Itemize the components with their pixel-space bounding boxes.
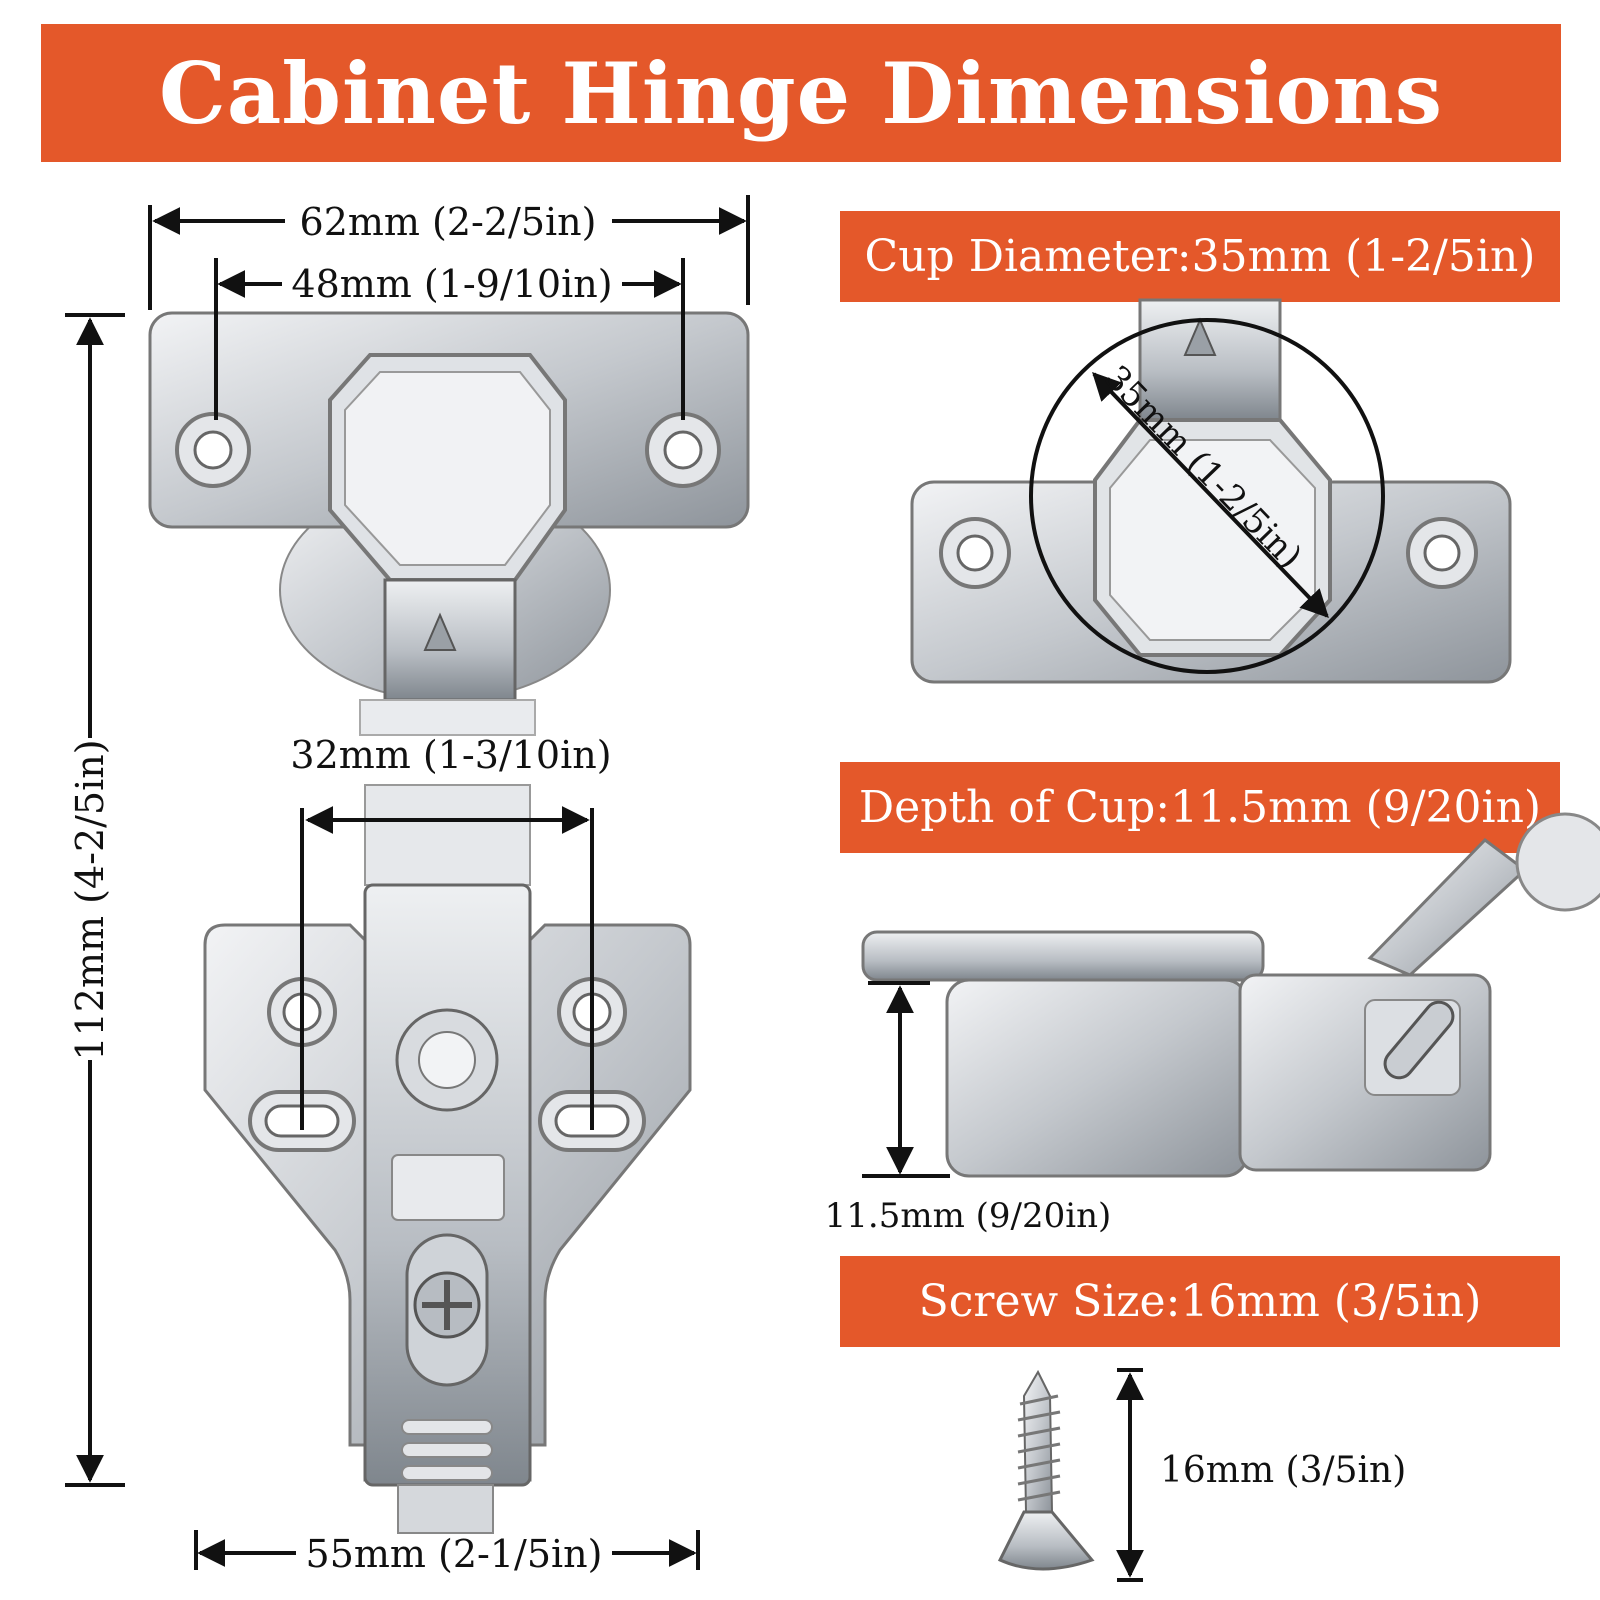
cup-depth-banner: Depth of Cup:11.5mm (9/20in) xyxy=(840,762,1560,853)
cup-diameter-banner: Cup Diameter:35mm (1-2/5in) xyxy=(840,211,1560,302)
cup-diameter-view xyxy=(910,298,1512,684)
cup-depth-label: 11.5mm (9/20in) xyxy=(825,1196,1112,1236)
screw-size-banner: Screw Size:16mm (3/5in) xyxy=(840,1256,1560,1347)
page-title: Cabinet Hinge Dimensions xyxy=(41,24,1561,162)
cup-depth-side-view xyxy=(861,812,1600,1178)
dimension-lines-left xyxy=(65,195,750,1570)
hole-spacing-label: 48mm (1-9/10in) xyxy=(291,262,612,306)
hinge-arm-mounting-plate xyxy=(203,784,692,1534)
plate-hole-spacing-label: 32mm (1-3/10in) xyxy=(290,733,611,777)
screw-dimension-lines xyxy=(1116,1368,1144,1582)
arm-height-label: 112mm (4-2/5in) xyxy=(68,739,112,1060)
cup-depth-dimension-lines xyxy=(862,981,950,1178)
screw-illustration xyxy=(997,1369,1095,1571)
overall-width-label: 62mm (2-2/5in) xyxy=(300,200,597,244)
hinge-cup-top-view xyxy=(148,311,750,736)
plate-width-label: 55mm (2-1/5in) xyxy=(306,1532,603,1576)
screw-length-label: 16mm (3/5in) xyxy=(1160,1450,1406,1491)
